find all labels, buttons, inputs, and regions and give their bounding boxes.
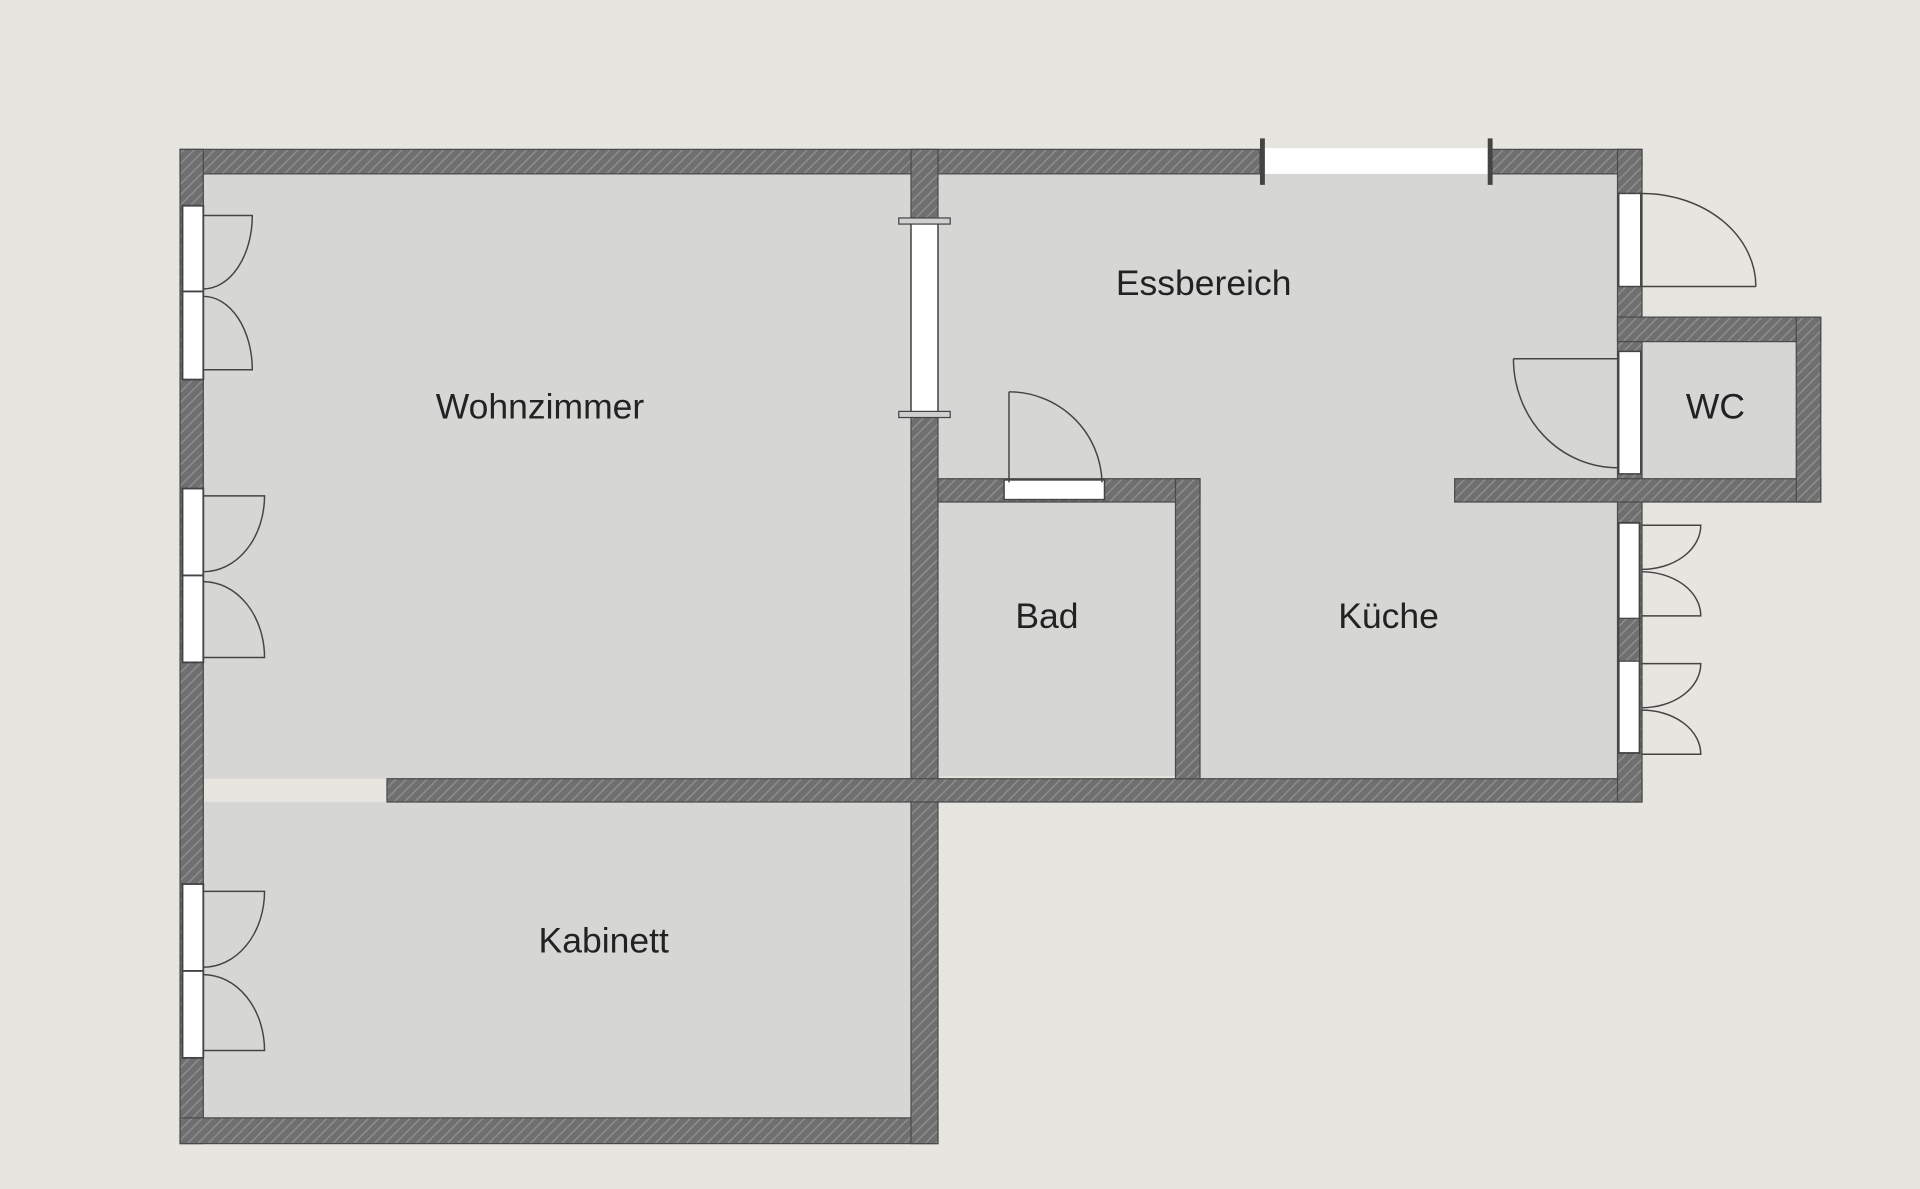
wall-bad-east bbox=[1174, 478, 1201, 780]
floor-kabinett bbox=[203, 801, 912, 1118]
window-top-essbereich bbox=[1259, 138, 1493, 185]
windows bbox=[181, 138, 1702, 1059]
wall-top-west bbox=[179, 148, 1261, 175]
window-east-kueche bbox=[1617, 521, 1702, 755]
door-outer-east bbox=[1617, 192, 1757, 288]
wall-bottom-west bbox=[179, 1117, 939, 1145]
window-west-3 bbox=[181, 883, 266, 1059]
floor-bad bbox=[937, 502, 1176, 777]
door-wc bbox=[1512, 350, 1642, 475]
window-west-2 bbox=[181, 487, 266, 664]
wall-kabinett-top bbox=[386, 778, 1643, 803]
room-label-wc: WC bbox=[1686, 387, 1745, 427]
floor-essbereich bbox=[937, 173, 1618, 480]
floor-wc bbox=[1641, 341, 1797, 479]
door-bad bbox=[1003, 391, 1106, 501]
room-label-bad: Bad bbox=[1015, 596, 1078, 636]
doors bbox=[898, 192, 1757, 501]
room-label-kabinett: Kabinett bbox=[539, 921, 669, 961]
floor-wohnzimmer bbox=[203, 173, 912, 779]
wall-wc-east bbox=[1795, 316, 1822, 503]
window-west-1 bbox=[181, 204, 254, 381]
room-label-kueche: Küche bbox=[1338, 596, 1439, 636]
floor-kueche bbox=[1199, 479, 1618, 779]
floor-areas bbox=[203, 173, 1797, 1118]
room-label-wohnzimmer: Wohnzimmer bbox=[436, 387, 645, 427]
opening-wohn-ess bbox=[898, 217, 951, 419]
room-labels: Wohnzimmer Essbereich Bad Küche WC Kabin… bbox=[436, 263, 1745, 961]
room-label-essbereich: Essbereich bbox=[1116, 263, 1292, 303]
wall-kueche-wc bbox=[1454, 478, 1822, 503]
wall-wc-top bbox=[1616, 316, 1822, 343]
